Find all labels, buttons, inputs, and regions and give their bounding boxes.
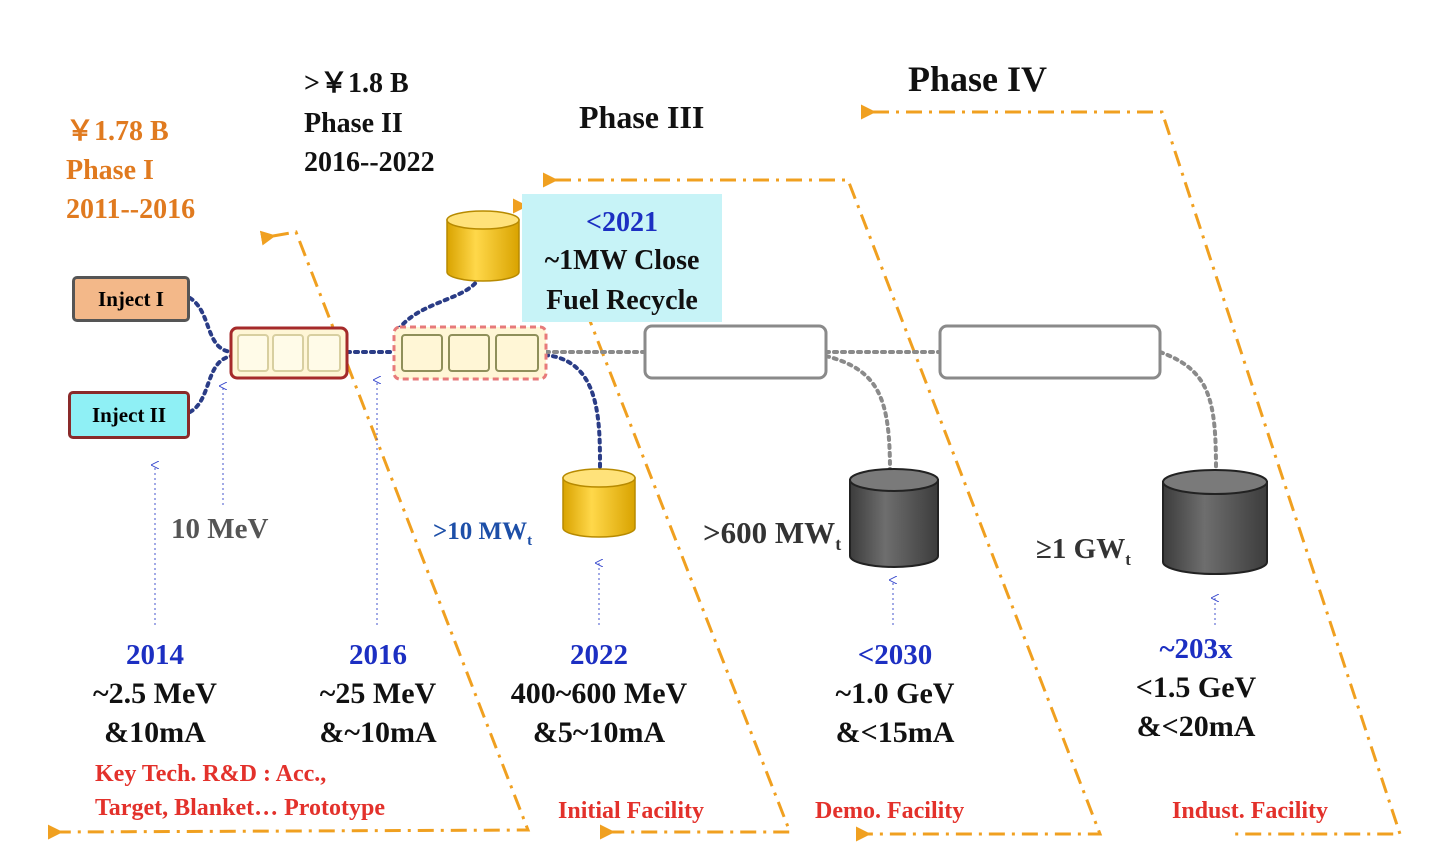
milestone-2022-current: &5~10mA (532, 716, 666, 749)
phase2-period: 2016--2022 (304, 147, 435, 178)
label-10mw-value: >10 MW (433, 518, 528, 545)
milestone-203x-year: ~203x (1159, 633, 1233, 665)
target-top-gold (446, 210, 520, 282)
label-1gw: ≥1 GWt (1036, 535, 1131, 568)
note-box (522, 194, 722, 322)
milestone-203x-energy: <1.5 GeV (1135, 671, 1257, 704)
phase1-period: 2011--2016 (66, 194, 196, 225)
phase1-budget: ￥1.78 B (66, 116, 169, 147)
label-600mw-value: >600 MW (703, 515, 836, 550)
milestone-2016-energy: ~25 MeV (319, 677, 437, 710)
link-module2-to-target-bottom (543, 353, 602, 470)
link-module4-to-indust-target (1158, 350, 1218, 472)
milestone-2030-current: &<15mA (835, 716, 955, 749)
phase4-name: Phase IV (908, 59, 1048, 99)
label-10mw: >10 MWt (433, 519, 532, 549)
milestone-203x-current: &<20mA (1136, 710, 1256, 743)
label-10mev: 10 MeV (171, 513, 269, 545)
milestone-2022-year: 2022 (570, 639, 628, 671)
target-indust-dark (1162, 469, 1268, 575)
milestone-2014-current: &10mA (104, 716, 206, 749)
label-1gw-value: ≥1 GW (1036, 533, 1126, 565)
phase3-name: Phase III (579, 99, 705, 135)
label-600mw: >600 MWt (703, 517, 841, 553)
inject2-box: Inject II (68, 391, 190, 439)
link-inject2-to-linac (188, 354, 234, 414)
milestone-2016-year: 2016 (349, 639, 407, 671)
milestone-2022-energy: 400~600 MeV (510, 677, 688, 710)
facility-demo: Demo. Facility (815, 798, 965, 824)
milestone-2014-energy: ~2.5 MeV (93, 677, 217, 710)
linac-module-2 (392, 325, 548, 381)
phase3-boundary (543, 172, 1103, 842)
label-1gw-sub: t (1125, 549, 1131, 569)
linac-module-3 (643, 324, 828, 380)
link-module3-to-demo-target (824, 354, 892, 474)
milestone-2030-year: <2030 (857, 639, 933, 671)
linac-module-1 (229, 326, 349, 380)
milestone-2030-energy: ~1.0 GeV (835, 677, 955, 710)
target-bottom-gold (562, 468, 636, 538)
label-10mw-sub: t (527, 533, 533, 549)
label-600mw-sub: t (835, 534, 842, 555)
note-line2: Fuel Recycle (546, 285, 698, 316)
facility-initial: Initial Facility (558, 798, 704, 824)
inject1-box: Inject I (72, 276, 190, 322)
rd-line1: Key Tech. R&D : Acc., (95, 761, 327, 787)
linac-module-4 (938, 324, 1162, 380)
link-module2-to-target-top (396, 274, 482, 332)
inject2-label: Inject II (91, 402, 167, 427)
phase2-budget: >￥1.8 B (304, 68, 409, 99)
link-inject1-to-linac (188, 296, 234, 354)
inject1-label: Inject I (98, 286, 164, 311)
phase1-name: Phase I (66, 155, 154, 186)
phase1-boundary (47, 230, 531, 840)
milestone-2014-year: 2014 (126, 639, 184, 671)
note-year: <2021 (586, 207, 658, 238)
target-demo-dark (849, 468, 939, 568)
rd-line2: Target, Blanket… Prototype (95, 795, 385, 821)
note-line1: ~1MW Close (544, 245, 700, 276)
milestone-2016-current: &~10mA (319, 716, 437, 749)
phase2-name: Phase II (304, 108, 403, 139)
facility-indust: Indust. Facility (1172, 798, 1329, 824)
phase4-boundary (861, 104, 1403, 836)
